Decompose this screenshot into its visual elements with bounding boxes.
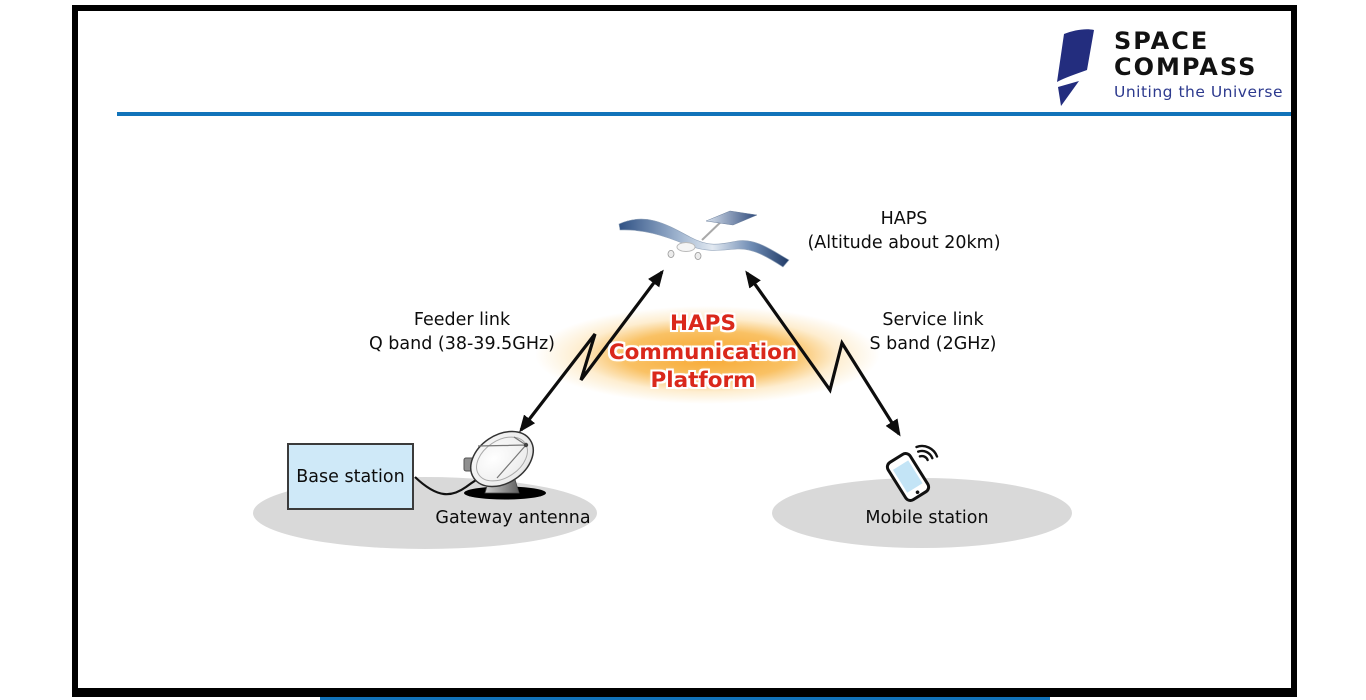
service-link-label: Service link S band (2GHz) (869, 310, 997, 354)
space-compass-logo: SPACE COMPASS Uniting the Universe (1052, 26, 1292, 110)
bottom-rule (320, 697, 1050, 700)
mobile-station-label: Mobile station (865, 508, 989, 528)
platform-label: HAPS Communication Platform (608, 311, 798, 393)
feeder-link-label: Feeder link Q band (38-39.5GHz) (368, 310, 556, 354)
base-station-box: Base station (287, 443, 414, 510)
base-station-label: Base station (296, 466, 405, 487)
haps-altitude: (Altitude about 20km) (807, 233, 1001, 253)
logo-tagline: Uniting the Universe (1114, 83, 1283, 101)
header-rule (117, 112, 1291, 116)
gateway-antenna-label: Gateway antenna (435, 508, 591, 528)
haps-name: HAPS (880, 209, 928, 229)
logo-word-compass: COMPASS (1114, 53, 1258, 81)
haps-label: HAPS (Altitude about 20km) (794, 207, 1014, 255)
logo-mark-icon (1057, 29, 1094, 106)
logo-word-space: SPACE (1114, 27, 1210, 55)
